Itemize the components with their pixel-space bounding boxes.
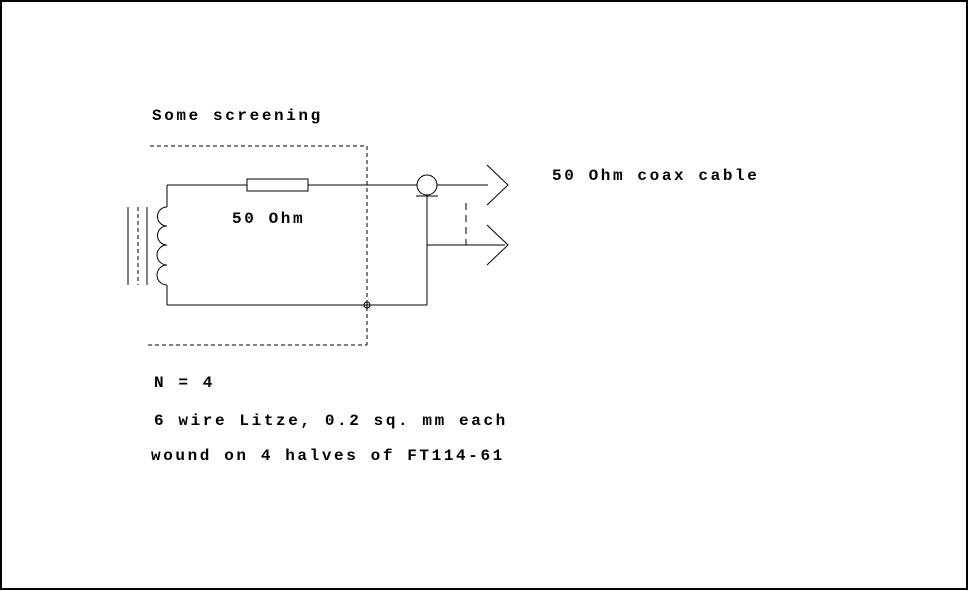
coax-label: 50 Ohm coax cable <box>552 167 760 185</box>
turns-note: N = 4 <box>154 374 216 392</box>
screening-box <box>148 145 368 346</box>
wire-note: 6 wire Litze, 0.2 sq. mm each <box>154 412 508 430</box>
coax-connector <box>416 174 505 305</box>
resistor <box>246 178 309 192</box>
resistor-label: 50 Ohm <box>232 210 306 228</box>
screening-label: Some screening <box>152 107 323 125</box>
transformer-coil <box>156 185 168 305</box>
screen-junction <box>363 301 371 309</box>
transformer-core <box>127 207 148 285</box>
core-note: wound on 4 halves of FT114-61 <box>151 447 505 465</box>
arrow-head-bottom <box>486 224 509 266</box>
arrow-head-top <box>486 164 509 206</box>
